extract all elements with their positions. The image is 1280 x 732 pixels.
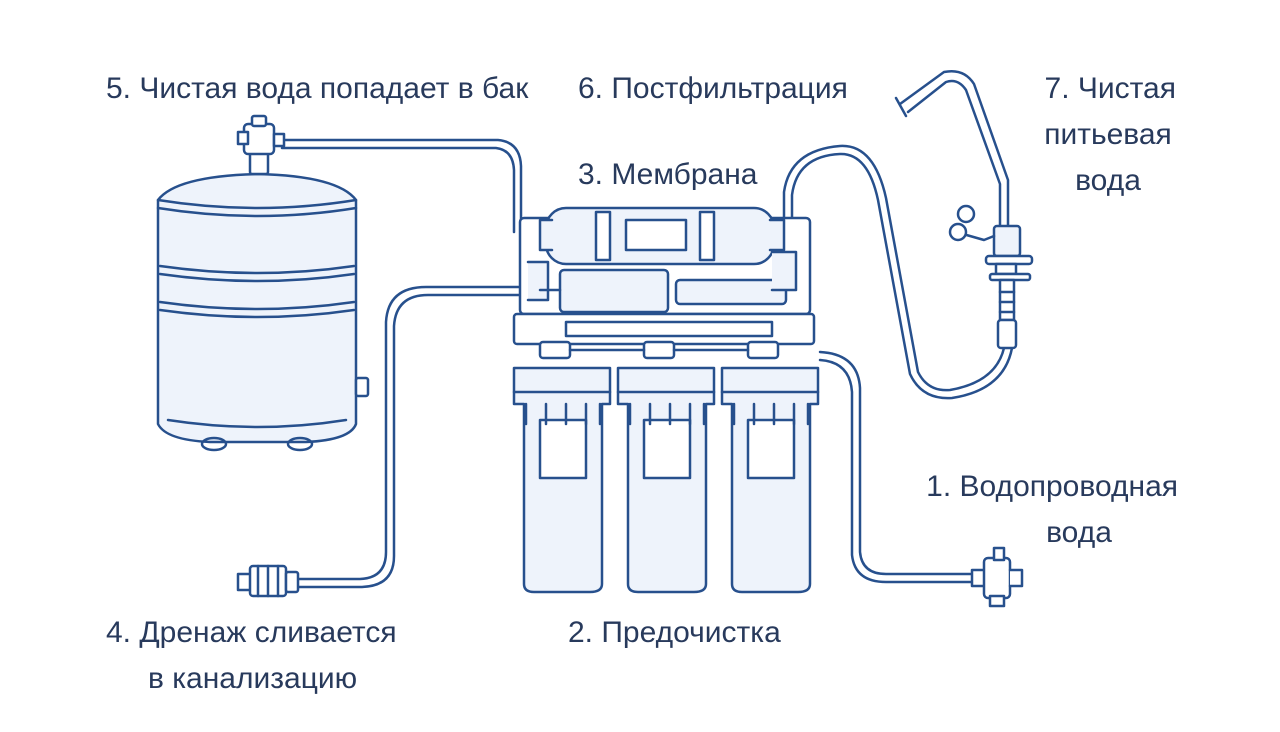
label-postfilter: 6. Постфильтрация — [578, 72, 848, 105]
inlet-valve-icon — [970, 546, 1024, 608]
label-tank-fill: 5. Чистая вода попадает в бак — [106, 72, 529, 105]
tube-postfilter-to-faucet — [782, 144, 1014, 400]
membrane-housing-icon — [538, 206, 786, 266]
label-drain: 4. Дренаж сливается в канализацию — [106, 610, 406, 702]
label-membrane: 3. Мембрана — [578, 158, 758, 191]
label-drinking-line3: вода — [1075, 164, 1141, 197]
label-drain-line2: в канализацию — [148, 662, 358, 695]
drinking-faucet-icon — [894, 70, 1034, 350]
tube-inlet — [818, 350, 974, 584]
postfilter-cartridge-icon — [526, 250, 798, 314]
prefilter-housing-icon — [512, 340, 820, 594]
label-drinking-line1: 7. Чистая — [1044, 72, 1176, 105]
tube-tank-to-unit — [280, 138, 523, 234]
label-drinking-line2: питьевая — [1044, 118, 1172, 151]
storage-tank-icon — [156, 172, 370, 452]
label-drain-line1: 4. Дренаж сливается — [106, 616, 397, 649]
label-drinking-water: 7. Чистая питьевая вода — [1040, 66, 1176, 204]
label-tap-line1: 1. Водопроводная — [926, 470, 1178, 503]
label-tap-water: 1. Водопроводная вода — [920, 464, 1178, 556]
label-prefilter: 2. Предочистка — [568, 616, 781, 649]
drain-clamp-icon — [236, 564, 300, 598]
tank-valve-icon — [236, 114, 286, 176]
tube-drain — [294, 285, 522, 589]
label-tap-line2: вода — [1046, 516, 1112, 549]
